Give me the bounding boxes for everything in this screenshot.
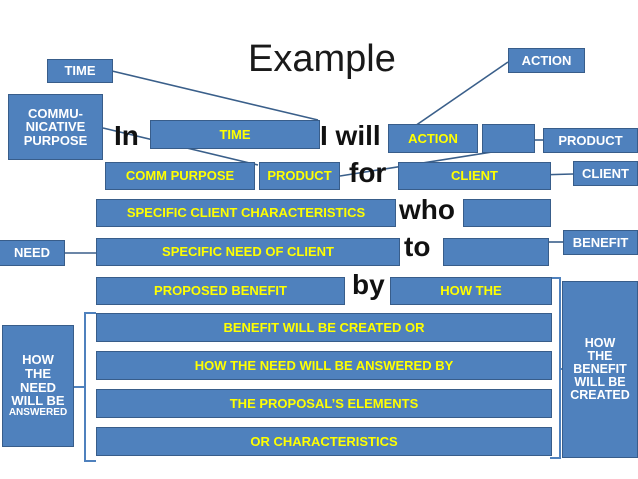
label-action[interactable]: ACTION (508, 48, 585, 73)
slot-who-blank[interactable] (463, 199, 551, 227)
page-title: Example (248, 38, 396, 80)
slot-action-blank[interactable] (482, 124, 535, 153)
slot-specific-need-of-client[interactable]: SPECIFIC NEED OF CLIENT (96, 238, 400, 266)
label-time[interactable]: TIME (47, 59, 113, 83)
label-how-benefit-line-1: HOW (584, 335, 616, 350)
label-communicative-purpose-line-2: NICATIVE (25, 119, 86, 135)
word-in: In (114, 120, 139, 151)
slot-comm-purpose[interactable]: COMM PURPOSE (105, 162, 255, 190)
bracket-how-need-answered (84, 312, 96, 462)
label-how-benefit-line-2: THE (587, 348, 613, 363)
label-communicative-purpose-line-1: COMMU- (28, 105, 83, 121)
label-how-need-line-1: HOW (22, 352, 54, 368)
slot-how-the-need-will-be-answered-by[interactable]: HOW THE NEED WILL BE ANSWERED BY (96, 351, 552, 380)
label-benefit[interactable]: BENEFIT (563, 230, 638, 255)
label-how-need-will-be-answered[interactable]: HOW THE NEED WILL BE ANSWERED (2, 325, 74, 447)
slot-to-blank[interactable] (443, 238, 549, 266)
word-to: to (404, 231, 431, 262)
label-need[interactable]: NEED (0, 240, 65, 266)
label-how-need-line-4: WILL BE (11, 393, 65, 409)
slot-proposed-benefit[interactable]: PROPOSED BENEFIT (96, 277, 345, 305)
slot-action[interactable]: ACTION (388, 124, 478, 153)
label-how-benefit-will-be-created[interactable]: HOW THE BENEFIT WILL BE CREATED (562, 281, 638, 458)
label-communicative-purpose-line-3: PURPOSE (23, 132, 88, 148)
word-i-will: I will (320, 120, 381, 151)
label-how-need-line-5: ANSWERED (8, 407, 68, 419)
slot-or-characteristics[interactable]: OR CHARACTERISTICS (96, 427, 552, 456)
label-how-benefit-line-5: CREATED (570, 388, 630, 403)
word-by: by (352, 269, 385, 300)
slot-how-the[interactable]: HOW THE (390, 277, 552, 305)
word-for: for (349, 157, 387, 188)
label-how-benefit-line-3: BENEFIT (573, 361, 627, 376)
bracket-how-need-answered-stub (74, 386, 85, 388)
slot-the-proposals-elements[interactable]: THE PROPOSAL’S ELEMENTS (96, 389, 552, 418)
label-product[interactable]: PRODUCT (543, 128, 638, 153)
label-client[interactable]: CLIENT (573, 161, 638, 186)
slot-client[interactable]: CLIENT (398, 162, 551, 190)
slot-specific-client-characteristics[interactable]: SPECIFIC CLIENT CHARACTERISTICS (96, 199, 396, 227)
word-who: who (399, 194, 455, 225)
label-how-benefit-line-4: WILL BE (574, 375, 626, 390)
label-how-need-line-3: NEED (19, 379, 57, 395)
slot-product[interactable]: PRODUCT (259, 162, 340, 190)
label-communicative-purpose[interactable]: COMMU- NICATIVE PURPOSE (8, 94, 103, 160)
label-how-need-line-2: THE (25, 366, 51, 382)
slot-benefit-will-be-created-or[interactable]: BENEFIT WILL BE CREATED OR (96, 313, 552, 342)
slot-time[interactable]: TIME (150, 120, 320, 149)
